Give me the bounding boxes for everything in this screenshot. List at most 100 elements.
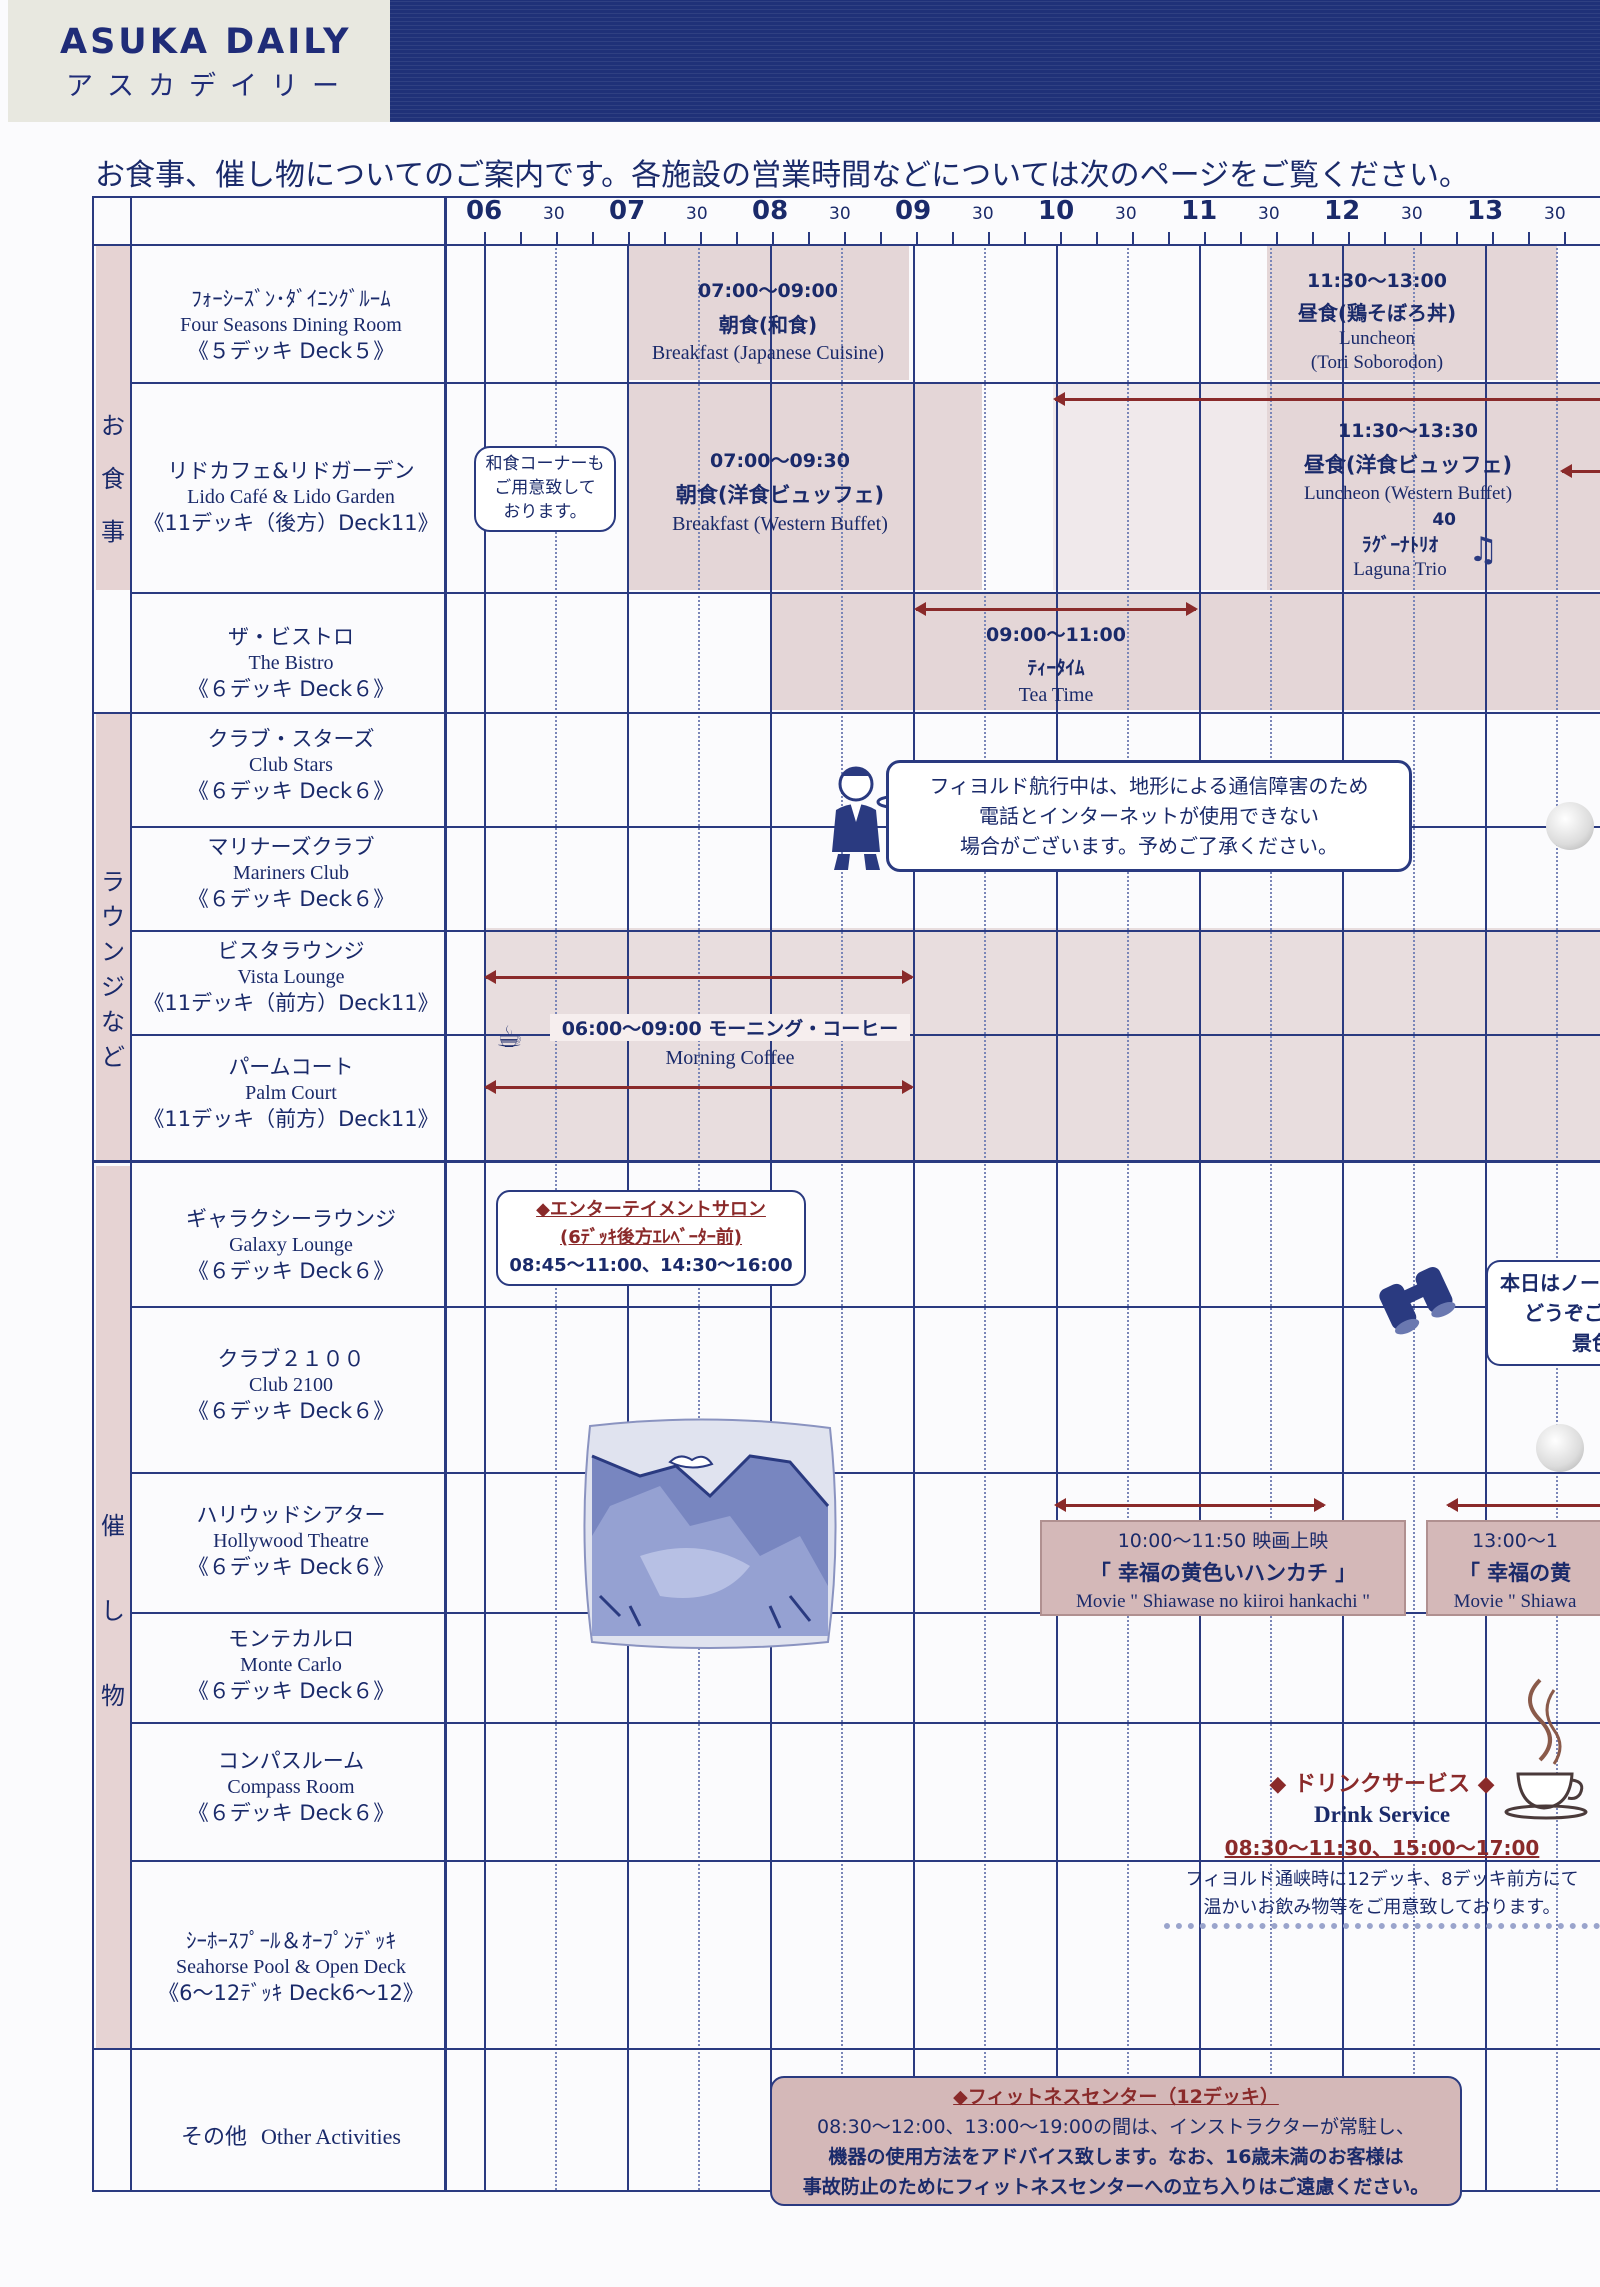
tick	[1024, 232, 1026, 244]
brand-panel: ASUKA DAILY アスカデイリー	[8, 0, 390, 122]
event-laguna-trio: 40 ﾗｸﾞｰﾅﾄﾘｵ Laguna Trio	[1353, 510, 1456, 580]
tick	[808, 232, 810, 244]
tick	[1168, 232, 1170, 244]
hot-drink-icon	[1500, 1670, 1590, 1820]
category-lounge: ラウンジなど	[96, 712, 130, 1160]
tick	[1060, 232, 1062, 244]
tick	[592, 232, 594, 244]
hour-label: 07	[609, 196, 646, 226]
movie1-arrow	[1054, 1498, 1326, 1512]
grid-vline	[444, 196, 447, 2192]
shade-fourseasons-breakfast	[627, 244, 909, 380]
binoculars-icon	[1368, 1256, 1464, 1336]
half-hour-line	[841, 244, 843, 2190]
bistro-tea-arrow	[914, 602, 1198, 616]
row-line	[130, 1860, 1600, 1862]
waiter-icon	[818, 762, 908, 872]
half-label: 30	[543, 204, 565, 224]
event-movie-2: 13:00～1 「 幸福の黄 Movie " Shiawa	[1426, 1520, 1600, 1616]
category-dining: お食事	[96, 246, 130, 590]
hour-line	[484, 244, 486, 2190]
row-line	[130, 1472, 1600, 1474]
half-label: 30	[1115, 204, 1137, 224]
fjord-notice: フィヨルド航行中は、地形による通信障害のため電話とインターネットが使用できない場…	[886, 760, 1412, 872]
tick	[700, 232, 702, 244]
tick	[1240, 232, 1242, 244]
tick	[628, 232, 630, 244]
event-drink-service: ◆ ドリンクサービス ◆ Drink Service 08:30～11:30、1…	[1164, 1766, 1600, 1929]
tick	[1132, 232, 1134, 244]
today-note: 本日はノー どうぞご 景色	[1486, 1260, 1600, 1366]
half-label: 30	[829, 204, 851, 224]
hour-line	[1485, 244, 1487, 2190]
tick	[1204, 232, 1206, 244]
row-line	[92, 712, 1600, 714]
tick	[772, 232, 774, 244]
hour-line	[1342, 244, 1344, 2190]
half-label: 30	[1544, 204, 1566, 224]
row-line	[130, 1612, 1600, 1614]
tick	[1492, 232, 1494, 244]
half-label: 30	[1401, 204, 1423, 224]
tick	[1384, 232, 1386, 244]
hour-line	[913, 244, 915, 2190]
hour-label: 06	[466, 196, 503, 226]
brand-title-jp: アスカデイリー	[66, 71, 353, 102]
fjord-landscape-icon	[580, 1416, 840, 1652]
hour-label: 12	[1324, 196, 1361, 226]
half-label: 30	[1258, 204, 1280, 224]
event-lido-breakfast: 07:00～09:30 朝食(洋食ビュッフェ) Breakfast (Weste…	[672, 450, 888, 535]
half-hour-line	[1556, 244, 1558, 2190]
hour-label: 09	[895, 196, 932, 226]
tick	[1564, 232, 1566, 244]
half-label: 30	[686, 204, 708, 224]
tick	[1276, 232, 1278, 244]
lido-lunch-arrow-end	[1560, 464, 1600, 478]
lido-note-bubble: 和食コーナーもご用意致しております。	[474, 446, 616, 532]
tick	[916, 232, 918, 244]
row-line	[130, 1722, 1600, 1724]
music-note-icon: ♫	[1468, 530, 1499, 570]
tick	[952, 232, 954, 244]
row-line	[130, 930, 1600, 932]
tick	[1096, 232, 1098, 244]
shade-lido-pre	[1053, 382, 1267, 590]
row-line	[130, 382, 1600, 384]
row-line	[92, 244, 1600, 246]
tick	[520, 232, 522, 244]
tick	[844, 232, 846, 244]
half-hour-line	[1127, 244, 1129, 2190]
half-hour-line	[1413, 244, 1415, 2190]
tick	[484, 232, 486, 244]
header-bar	[390, 0, 1600, 122]
hour-label: 08	[752, 196, 789, 226]
section-line	[92, 1160, 1600, 1163]
tick	[664, 232, 666, 244]
intro-text: お食事、催し物についてのご案内です。各施設の営業時間などについては次のページをご…	[95, 158, 1469, 193]
event-fourseasons-lunch: 11:30～13:00 昼食(鶏そぼろ丼) Luncheon (Tori Sob…	[1297, 270, 1457, 373]
tick	[988, 232, 990, 244]
brand-title-en: ASUKA DAILY	[60, 22, 352, 62]
binder-hole	[1536, 1424, 1584, 1472]
half-label: 30	[972, 204, 994, 224]
tick	[880, 232, 882, 244]
palm-coffee-arrow	[484, 1080, 914, 1094]
tick	[736, 232, 738, 244]
category-events: 催し物	[96, 1166, 130, 2048]
hour-line	[1199, 244, 1201, 2190]
hour-line	[1056, 244, 1058, 2190]
venue-other: その他 Other Activities	[181, 2124, 401, 2150]
movie2-arrow	[1446, 1498, 1600, 1512]
tick	[1456, 232, 1458, 244]
shade-fourseasons-lunch	[1267, 244, 1557, 380]
